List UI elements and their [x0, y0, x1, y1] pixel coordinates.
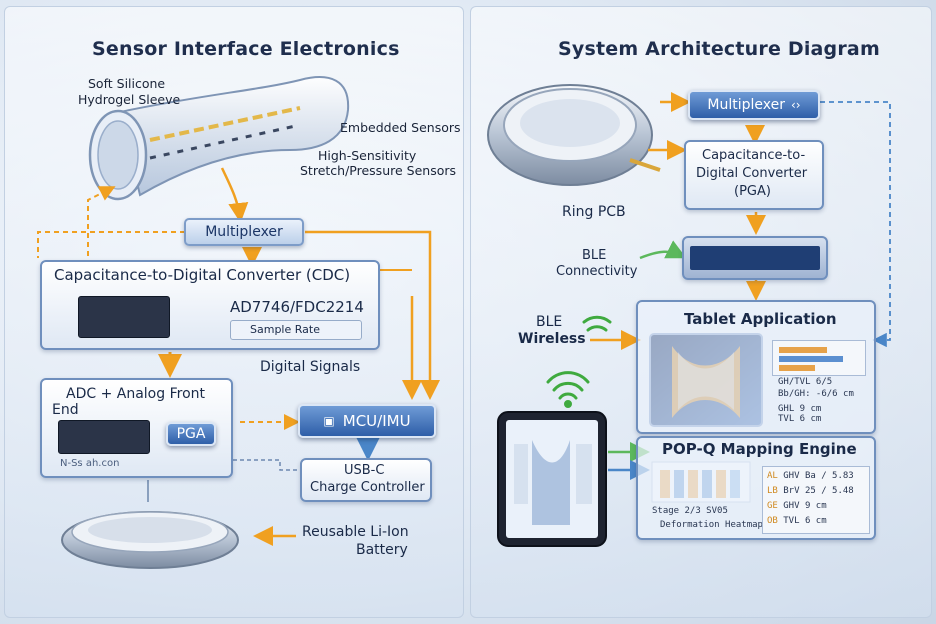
ble-module-screen	[690, 246, 820, 270]
table-row: LB BrV 25 / 5.48	[767, 486, 854, 496]
table-row: GE GHV 9 cm	[767, 501, 827, 511]
sample-rate-label: Sample Rate	[250, 323, 320, 336]
usb-c-box	[300, 458, 432, 502]
cdc-right-line2: Digital Converter	[696, 166, 808, 181]
sample-rate-field	[230, 320, 362, 340]
ble-label: BLE	[582, 248, 607, 263]
ring-pcb-label: Ring PCB	[562, 204, 626, 220]
ble-wireless-label-1: BLE	[536, 314, 563, 330]
sleeve-illustration	[88, 76, 350, 201]
ble-module-box	[682, 236, 828, 280]
app-row-3: GHL 9 cm	[778, 404, 822, 414]
chip-icon: ▣	[323, 414, 335, 428]
app-row-4: TVL 6 cm	[778, 414, 822, 424]
mcu-imu-label: MCU/IMU	[342, 412, 411, 430]
multiplexer-label-right: Multiplexer	[707, 97, 785, 113]
cdc-part-number: AD7746/FDC2214	[230, 298, 364, 316]
usb-c-label: USB-C	[344, 463, 385, 478]
adc-chip-icon	[58, 420, 150, 454]
battery-ring-illustration	[61, 511, 239, 569]
wifi-icon	[546, 371, 590, 408]
connectivity-label: Connectivity	[556, 264, 638, 279]
adc-title-line2: End	[52, 402, 79, 418]
digital-signals-label: Digital Signals	[260, 359, 361, 375]
left-title: Sensor Interface Electronics	[92, 38, 400, 60]
tablet-illustration	[497, 411, 607, 547]
cdc-title: Capacitance-to-Digital Converter (CDC)	[54, 266, 351, 284]
stretch-pressure-label: Stretch/Pressure Sensors	[300, 163, 457, 178]
battery-label-1: Reusable Li-Ion	[302, 524, 409, 540]
tablet-app-title: Tablet Application	[684, 310, 837, 328]
embedded-sensors-label: Embedded Sensors	[340, 120, 461, 135]
wifi-icon	[582, 315, 612, 332]
charge-controller-label: Charge Controller	[310, 480, 425, 495]
cdc-right-line3: (PGA)	[734, 184, 771, 199]
table-row: OB TVL 6 cm	[767, 516, 827, 526]
cdc-chip-icon	[78, 296, 170, 338]
mcu-imu-box: ▣ MCU/IMU	[298, 404, 436, 438]
cdc-box-right	[684, 140, 824, 210]
adc-bottom-label: N-Ss ah.con	[60, 458, 120, 469]
battery-label-2: Battery	[356, 542, 408, 558]
heatmap-label: Deformation Heatmap	[660, 520, 763, 530]
app-row-2: Bb/GH: -6/6 cm	[778, 389, 854, 399]
pga-badge: PGA	[166, 422, 216, 446]
app-mini-chart	[772, 340, 866, 376]
stage-label: Stage 2/3 SV05	[652, 506, 728, 516]
popq-title: POP-Q Mapping Engine	[662, 440, 857, 458]
sleeve-label-1: Soft Silicone	[88, 76, 166, 91]
wireless-label: Wireless	[518, 331, 586, 347]
table-row: AL GHV Ba / 5.83	[767, 471, 854, 481]
cdc-right-line1: Capacitance-to-	[702, 148, 806, 163]
high-sensitivity-label: High-Sensitivity	[318, 148, 417, 163]
adc-title-line1: ADC + Analog Front	[66, 386, 205, 402]
sleeve-label-2: Hydrogel Sleeve	[78, 92, 181, 107]
chevron-icon: ‹›	[790, 98, 801, 112]
right-title: System Architecture Diagram	[558, 38, 880, 60]
multiplexer-box-left: Multiplexer	[184, 218, 304, 246]
app-row-1: GH/TVL 6/5	[778, 377, 833, 387]
multiplexer-box-right: Multiplexer ‹›	[688, 90, 820, 120]
ring-pcb-illustration	[487, 84, 661, 186]
popq-table: AL GHV Ba / 5.83 LB BrV 25 / 5.48 GE GHV…	[762, 466, 870, 534]
